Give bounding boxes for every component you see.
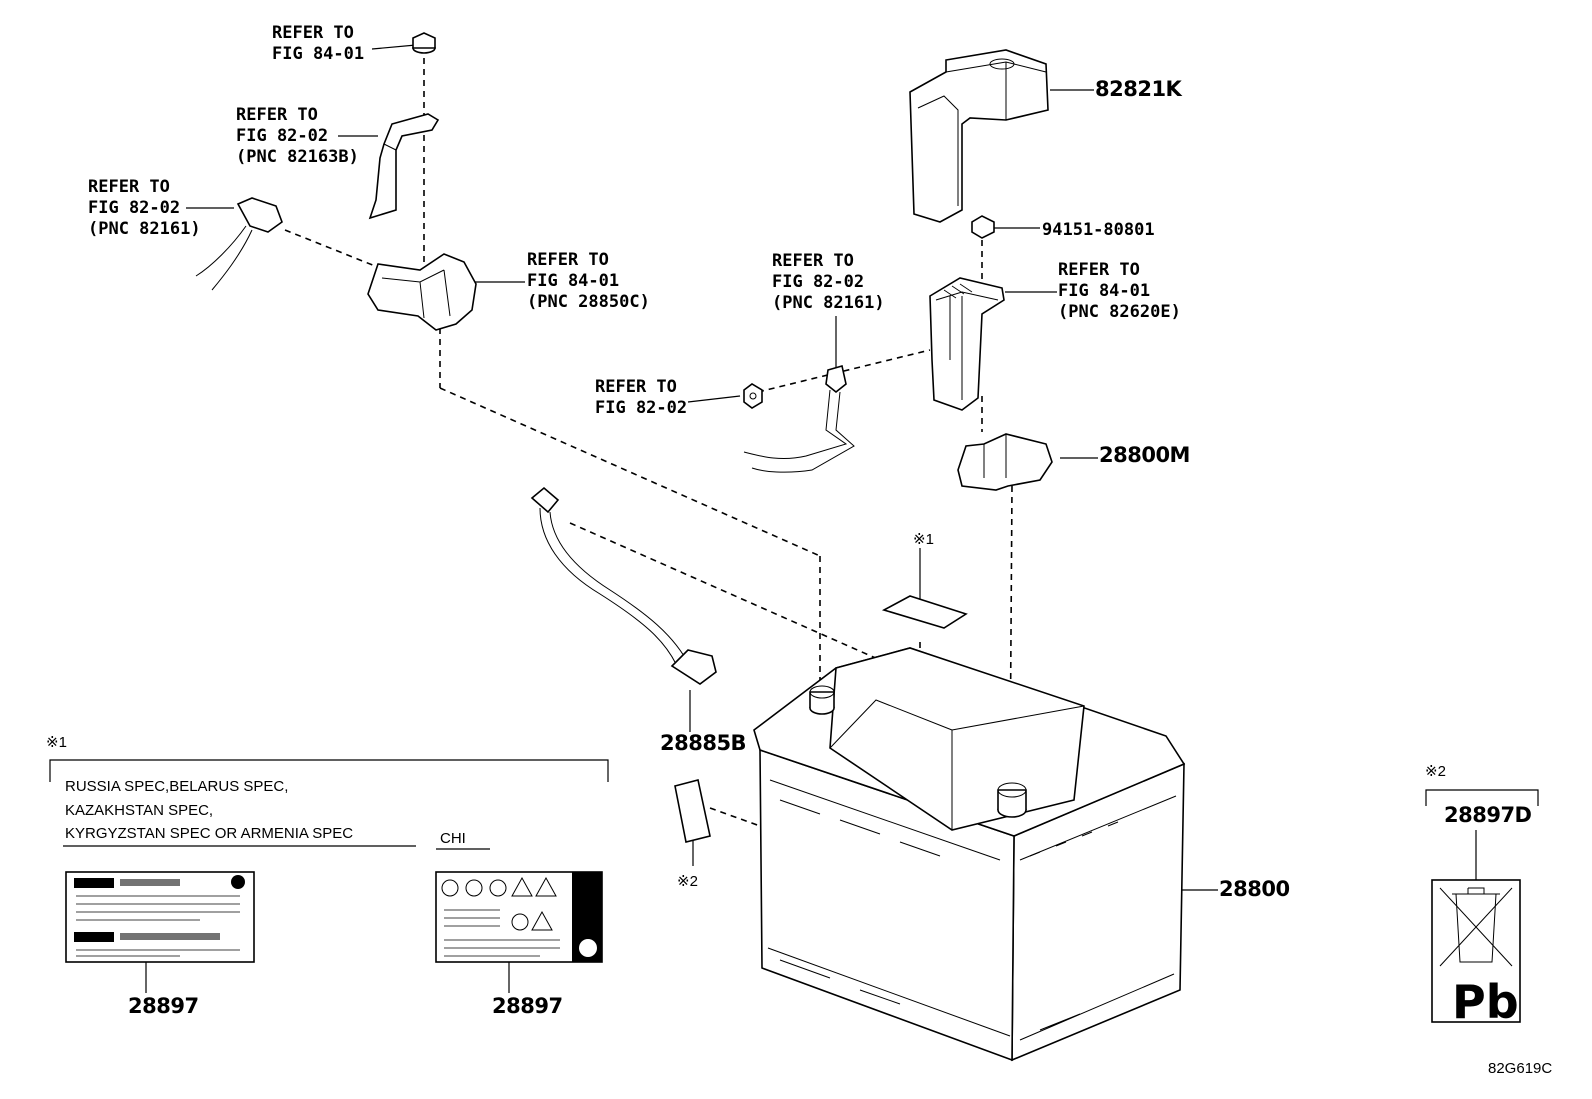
svg-text:FIG 84-01: FIG 84-01 <box>527 271 619 291</box>
negative-clamp <box>367 253 477 331</box>
spec-bracket <box>49 759 609 782</box>
ground-bracket <box>368 113 440 220</box>
svg-text:KAZAKHSTAN SPEC,: KAZAKHSTAN SPEC, <box>65 802 213 819</box>
svg-text:KYRGYZSTAN SPEC OR ARMENIA SPE: KYRGYZSTAN SPEC OR ARMENIA SPEC <box>65 825 353 842</box>
svg-text:REFER TO: REFER TO <box>236 105 318 125</box>
svg-text:REFER TO: REFER TO <box>272 23 354 43</box>
part-number-28897d: 28897D <box>1444 803 1532 827</box>
callout-bracket-ref: REFER TO FIG 82-02 (PNC 82163B) <box>236 105 359 167</box>
svg-text:REFER TO: REFER TO <box>772 251 854 271</box>
callout-pos-cable-ref: REFER TO FIG 82-02 (PNC 82161) <box>772 251 885 313</box>
recycle-label: Pb <box>1425 789 1539 1029</box>
svg-text:FIG 82-02: FIG 82-02 <box>236 126 328 146</box>
top-bolt <box>412 32 436 54</box>
part-number-28800m: 28800M <box>1099 443 1190 467</box>
svg-text:REFER TO: REFER TO <box>527 250 609 270</box>
note-mark-2-left: ※2 <box>677 873 698 890</box>
svg-text:REFER TO: REFER TO <box>88 177 170 197</box>
svg-text:FIG 82-02: FIG 82-02 <box>88 198 180 218</box>
cable-nut <box>743 383 763 409</box>
svg-text:FIG 82-02: FIG 82-02 <box>595 398 687 418</box>
svg-text:RUSSIA SPEC,BELARUS SPEC,: RUSSIA SPEC,BELARUS SPEC, <box>65 778 288 795</box>
warning-label-right <box>435 871 603 963</box>
note-mark-1-top: ※1 <box>913 531 934 548</box>
svg-text:(PNC 82161): (PNC 82161) <box>88 219 201 239</box>
small-label-note2 <box>674 779 711 843</box>
note-mark-1-spec: ※1 <box>46 734 67 751</box>
svg-text:(PNC 82620E): (PNC 82620E) <box>1058 302 1181 322</box>
part-number-28885b: 28885B <box>660 731 746 755</box>
svg-text:FIG 84-01: FIG 84-01 <box>272 44 364 64</box>
part-number-28897-left: 28897 <box>128 994 199 1018</box>
svg-text:REFER TO: REFER TO <box>595 377 677 397</box>
callout-bolt-top-ref: REFER TO FIG 84-01 <box>272 23 364 64</box>
svg-text:FIG 82-02: FIG 82-02 <box>772 272 864 292</box>
connector-cable <box>195 197 283 291</box>
top-label-note1 <box>881 595 968 629</box>
positive-cable <box>743 364 855 473</box>
diagram-code: 82G619C <box>1488 1060 1552 1077</box>
battery <box>753 647 1186 1062</box>
svg-text:(PNC 82161): (PNC 82161) <box>772 293 885 313</box>
battery-clamp <box>957 433 1053 491</box>
svg-text:FIG 84-01: FIG 84-01 <box>1058 281 1150 301</box>
part-number-28800: 28800 <box>1219 877 1290 901</box>
sensor-cable <box>530 486 717 685</box>
svg-text:REFER TO: REFER TO <box>1058 260 1140 280</box>
svg-text:(PNC 82163B): (PNC 82163B) <box>236 147 359 167</box>
note-mark-2-right: ※2 <box>1425 763 1446 780</box>
positive-terminal <box>929 277 1005 411</box>
terminal-nut <box>971 215 995 239</box>
part-number-82821k: 82821K <box>1095 77 1183 101</box>
callout-nut-ref: REFER TO FIG 82-02 <box>595 377 687 418</box>
callout-connector-ref: REFER TO FIG 82-02 (PNC 82161) <box>88 177 201 239</box>
svg-text:(PNC 28850C): (PNC 28850C) <box>527 292 650 312</box>
leader-lines <box>145 44 1477 993</box>
warning-label-left <box>65 871 255 963</box>
callout-neg-clamp-ref: REFER TO FIG 84-01 (PNC 28850C) <box>527 250 650 312</box>
terminal-cover <box>909 49 1049 223</box>
pb-symbol: Pb <box>1452 975 1519 1029</box>
callout-pos-terminal-ref: REFER TO FIG 84-01 (PNC 82620E) <box>1058 260 1181 322</box>
part-number-94151-80801: 94151-80801 <box>1042 220 1155 240</box>
spec-block: RUSSIA SPEC,BELARUS SPEC, KAZAKHSTAN SPE… <box>63 778 490 850</box>
chi-label: CHI <box>440 830 466 847</box>
part-number-28897-right: 28897 <box>492 994 563 1018</box>
